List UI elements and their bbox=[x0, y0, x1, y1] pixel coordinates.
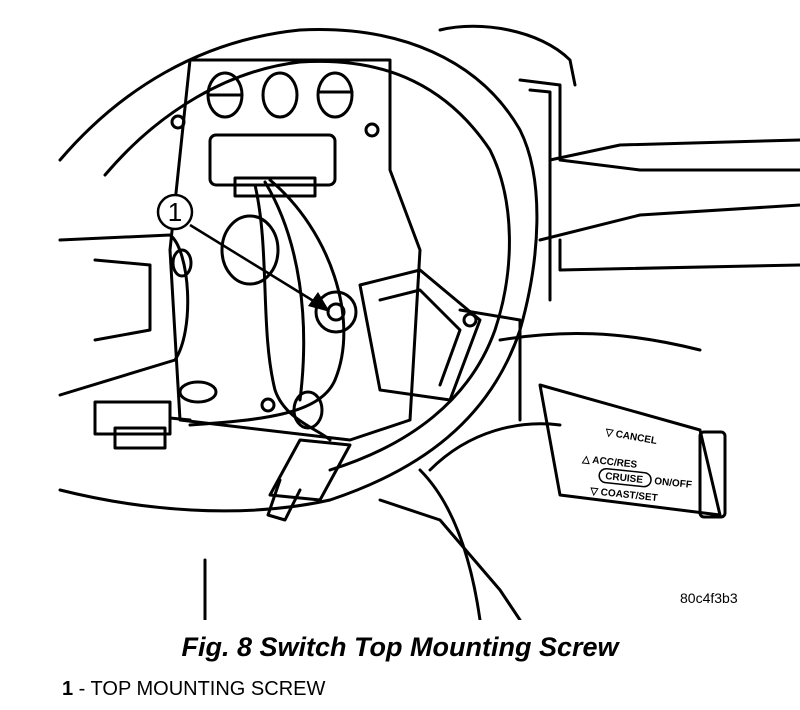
cruise-stalk bbox=[538, 383, 722, 517]
bottom-connector bbox=[268, 438, 352, 502]
image-code: 80c4f3b3 bbox=[680, 590, 738, 606]
callout-number: 1 bbox=[168, 197, 182, 227]
wire-harness bbox=[253, 183, 332, 442]
legend: 1 - TOP MOUNTING SCREW bbox=[62, 678, 325, 701]
mounting-screw bbox=[314, 290, 358, 334]
callout-circle bbox=[156, 193, 194, 231]
top-connector bbox=[208, 133, 337, 187]
wheel-rim bbox=[58, 28, 539, 513]
stalk-label-cruise: CRUISE bbox=[605, 471, 644, 486]
figure-caption: Fig. 8 Switch Top Mounting Screw bbox=[181, 632, 619, 662]
steering-wheel-diagram: 1 ▽ CANCEL △ ACC/RES CRUISE ON/OFF ▽ COA… bbox=[58, 24, 800, 620]
callout-arrow bbox=[189, 223, 321, 307]
stalk-label-on-off: ON/OFF bbox=[654, 476, 693, 491]
left-spoke bbox=[58, 233, 190, 397]
switch-module bbox=[358, 268, 482, 402]
wheel-rim-inner bbox=[103, 59, 511, 472]
hub-plate bbox=[168, 58, 422, 442]
legend-number: 1 bbox=[62, 678, 74, 700]
mounting-boss bbox=[220, 214, 280, 286]
stalk-label-cancel: ▽ CANCEL bbox=[603, 427, 657, 447]
legend-text: - TOP MOUNTING SCREW bbox=[73, 678, 326, 700]
steering-column bbox=[518, 78, 800, 172]
